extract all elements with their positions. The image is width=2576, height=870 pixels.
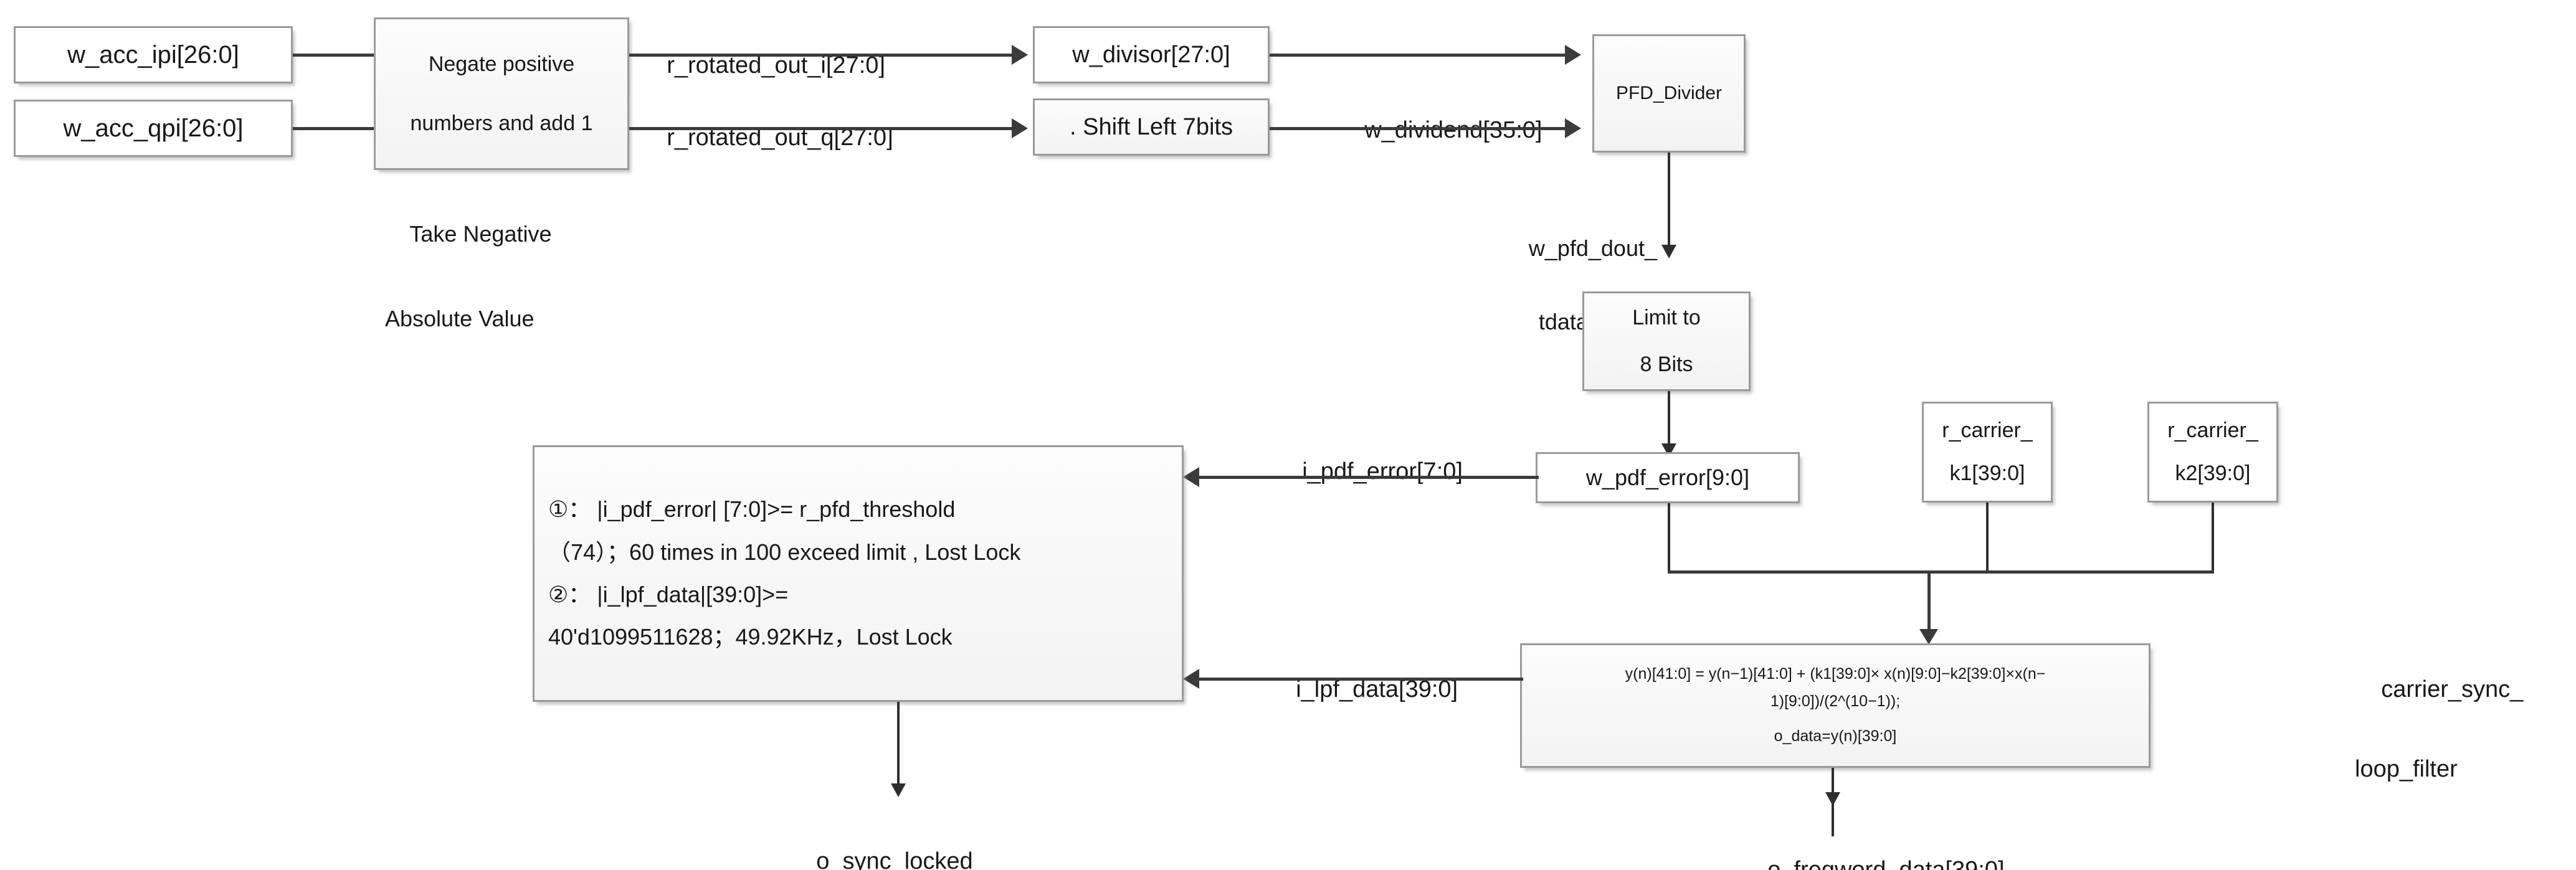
node-limit-line1: Limit to xyxy=(1632,306,1701,330)
arrowhead-shift-to-pfd xyxy=(1565,118,1581,138)
edge-shift-to-pfd xyxy=(1270,127,1569,130)
node-limit-line2: 8 Bits xyxy=(1640,352,1693,376)
node-shift-left-7bits[interactable]: . Shift Left 7bits xyxy=(1033,98,1270,156)
lock-condition-line1: ①： |i_pdf_error| [7:0]>= r_pfd_threshold xyxy=(548,496,956,522)
module-label-line1: carrier_sync_ xyxy=(2381,676,2524,702)
edge-label-w-dividend-text: w_dividend[35:0] xyxy=(1364,117,1542,143)
node-pfd-divider-label: PFD_Divider xyxy=(1615,82,1723,103)
edge-acc-qpi-to-negate xyxy=(293,127,402,130)
edge-k2-down xyxy=(2212,503,2214,573)
edge-merge-bus xyxy=(1668,570,2214,574)
lock-condition-line4: 40'd1099511628；49.92KHz，Lost Lock xyxy=(548,624,953,650)
node-w-pdf-error[interactable]: w_pdf_error[9:0] xyxy=(1536,452,1800,503)
node-w-acc-qpi[interactable]: w_acc_qpi[26:0] xyxy=(14,100,293,157)
edge-loop-filter-to-conditions xyxy=(1199,678,1523,681)
module-label-line2: loop_filter xyxy=(2355,756,2458,782)
edge-label-r-rotated-out-i: r_rotated_out_i[27:0] xyxy=(640,12,885,119)
node-negate-line1: Negate positive xyxy=(428,52,575,76)
node-w-acc-qpi-label: w_acc_qpi[26:0] xyxy=(63,115,244,142)
arrowhead-freqword-data xyxy=(1825,792,1840,806)
edge-label-r-rotated-out-i-text: r_rotated_out_i[27:0] xyxy=(667,52,885,78)
output-label-o-freqword-data-text: o_freqword_data[39:0] xyxy=(1767,857,2005,870)
node-r-carrier-k1-line2: k1[39:0] xyxy=(1949,461,2025,485)
edge-label-i-pdf-error: i_pdf_error[7:0] xyxy=(1276,418,1463,525)
node-r-carrier-k2[interactable]: r_carrier_ k2[39:0] xyxy=(2147,402,2278,503)
edge-k1-down xyxy=(1986,503,1989,573)
edge-acc-ipi-to-negate xyxy=(293,54,402,57)
lock-condition-line3: ②： |i_lpf_data|[39:0]>= xyxy=(548,582,789,607)
edge-rotated-q-line xyxy=(629,127,1015,130)
edge-divisor-to-pfd xyxy=(1270,54,1569,57)
edge-label-r-rotated-out-q: r_rotated_out_q[27:0] xyxy=(640,85,893,191)
node-loop-filter-line2: 1)[9:0])/(2^(10−1)); xyxy=(1770,693,1901,711)
caption-line2: Absolute Value xyxy=(385,306,535,331)
arrowhead-sync-locked xyxy=(891,783,906,797)
edge-conditions-to-sync-locked xyxy=(897,702,900,792)
edge-label-i-lpf-data-text: i_lpf_data[39:0] xyxy=(1296,676,1458,702)
arrowhead-divisor-to-pfd xyxy=(1565,45,1581,65)
lock-condition-line2: （74）；60 times in 100 exceed limit , Lost… xyxy=(548,539,1021,565)
node-negate-line2: numbers and add 1 xyxy=(410,111,593,135)
node-loop-filter-formula[interactable]: y(n)[41:0] = y(n−1)[41:0] + (k1[39:0]× x… xyxy=(1520,643,2151,768)
node-r-carrier-k1-line1: r_carrier_ xyxy=(1942,418,2033,443)
node-loop-filter-line3: o_data=y(n)[39:0] xyxy=(1774,727,1897,745)
edge-pfd-to-limit xyxy=(1668,153,1670,252)
module-label-carrier-sync-loop-filter: carrier_sync_ loop_filter xyxy=(2355,636,2523,858)
node-w-acc-ipi[interactable]: w_acc_ipi[26:0] xyxy=(14,26,293,83)
output-label-o-sync-locked: o_sync_locked xyxy=(790,808,973,870)
node-w-acc-ipi-label: w_acc_ipi[26:0] xyxy=(67,41,239,69)
arrowhead-rotated-i xyxy=(1012,45,1028,65)
output-label-o-freqword-data: o_freqword_data[39:0] xyxy=(1741,817,2005,870)
node-loop-filter-line1: y(n)[41:0] = y(n−1)[41:0] + (k1[39:0]× x… xyxy=(1625,665,2046,683)
node-r-carrier-k2-line2: k2[39:0] xyxy=(2175,461,2251,485)
edge-label-i-pdf-error-text: i_pdf_error[7:0] xyxy=(1302,458,1463,485)
arrowhead-i-lpf-data xyxy=(1183,669,1199,689)
node-r-carrier-k1[interactable]: r_carrier_ k1[39:0] xyxy=(1922,402,2053,503)
node-r-carrier-k2-line1: r_carrier_ xyxy=(2167,418,2258,443)
node-limit-to-8-bits[interactable]: Limit to 8 Bits xyxy=(1582,291,1751,391)
edge-pdf-error-to-conditions xyxy=(1199,476,1539,479)
edge-label-i-lpf-data: i_lpf_data[39:0] xyxy=(1270,636,1458,743)
node-w-pdf-error-label: w_pdf_error[9:0] xyxy=(1585,465,1750,491)
arrowhead-pfd-to-limit xyxy=(1661,245,1676,258)
output-label-o-sync-locked-text: o_sync_locked xyxy=(816,848,973,870)
edge-label-pfd-dout-line1: w_pfd_dout_ xyxy=(1528,235,1657,261)
node-negate-positive-numbers[interactable]: Negate positive numbers and add 1 xyxy=(374,17,629,170)
caption-take-negative-absolute-value: Take Negative Absolute Value xyxy=(385,184,552,403)
edge-bus-to-loop-filter xyxy=(1927,570,1931,639)
node-w-divisor-label: w_divisor[27:0] xyxy=(1072,41,1230,68)
edge-limit-to-pdf-error xyxy=(1668,391,1670,451)
node-w-divisor[interactable]: w_divisor[27:0] xyxy=(1033,26,1270,83)
node-pfd-divider[interactable]: PFD_Divider xyxy=(1592,34,1746,153)
arrowhead-bus-to-loop-filter xyxy=(1919,629,1938,645)
edge-rotated-i-line xyxy=(629,54,1015,57)
arrowhead-i-pdf-error xyxy=(1183,467,1199,487)
node-lock-conditions[interactable]: ①： |i_pdf_error| [7:0]>= r_pfd_threshold… xyxy=(533,445,1184,702)
arrowhead-rotated-q xyxy=(1012,118,1028,138)
edge-label-w-dividend: w_dividend[35:0] xyxy=(1338,77,1542,184)
node-shift-left-7bits-label: . Shift Left 7bits xyxy=(1070,113,1233,140)
edge-pdf-error-down xyxy=(1668,503,1670,573)
caption-line1: Take Negative xyxy=(409,221,552,247)
